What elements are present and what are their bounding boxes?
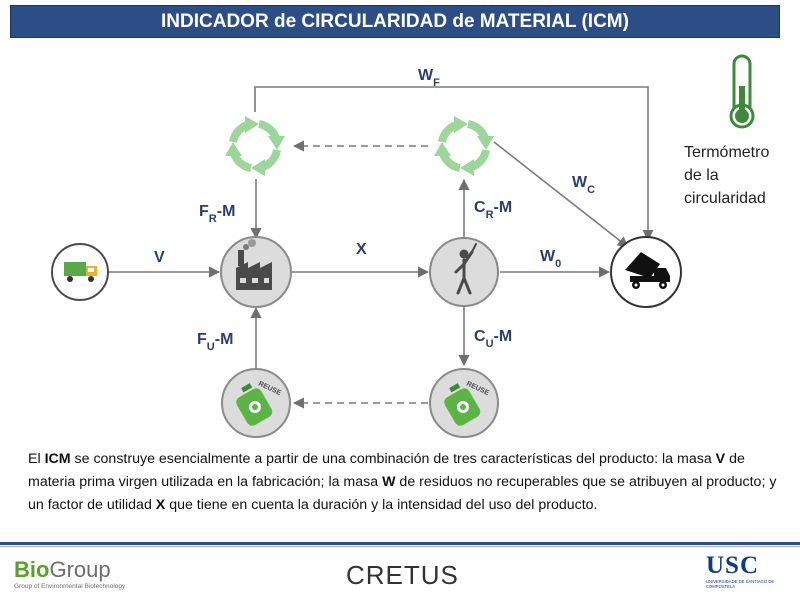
- usc-logo: USC UNIVERSIDADE DE SANTIAGO DE COMPOSTE…: [706, 552, 775, 590]
- wc-line: [493, 141, 629, 248]
- truck-icon: [64, 262, 97, 282]
- thermometer-caption-line-3: circularidad: [684, 190, 766, 207]
- wf-line: [254, 86, 654, 242]
- factory-icon: [236, 239, 272, 290]
- term-w: W: [382, 474, 396, 490]
- label-cum: CU-M: [474, 328, 512, 350]
- person-icon: [454, 243, 477, 295]
- label-wf: WF: [418, 67, 440, 89]
- reuse-node-left: REUSE: [221, 368, 291, 438]
- label-wc: WC: [572, 174, 595, 196]
- title-bar: INDICADOR de CIRCULARIDAD de MATERIAL (I…: [10, 5, 780, 38]
- biogroup-logo: BioGroup Group of Environmental Biotechn…: [14, 557, 126, 591]
- thermometer-caption: Termómetro de la circularidad: [684, 141, 794, 210]
- recycle-node-left: [225, 116, 285, 176]
- label-frm: FR-M: [199, 203, 235, 225]
- cretus-logo: CRETUS: [346, 560, 459, 590]
- label-fum: FU-M: [197, 331, 233, 353]
- label-v: V: [154, 249, 165, 266]
- reuse-battery-icon: [236, 383, 273, 426]
- flow-lines: [106, 86, 654, 409]
- thermometer-caption-line-2: de la: [684, 167, 719, 184]
- footer-divider-thin: [0, 546, 800, 547]
- page-title: INDICADOR de CIRCULARIDAD de MATERIAL (I…: [161, 10, 629, 32]
- thermometer-caption-line-1: Termómetro: [684, 144, 770, 161]
- label-x: X: [356, 241, 367, 258]
- footer-divider: [0, 542, 800, 545]
- term-icm: ICM: [44, 451, 71, 467]
- term-v: V: [715, 451, 726, 467]
- label-w0: W0: [540, 248, 561, 270]
- waste-dump-node: [610, 236, 682, 308]
- recycle-icon: [225, 116, 285, 176]
- factory-node: [220, 236, 292, 308]
- thermometer-icon: [729, 54, 755, 129]
- recycle-node-right: [434, 116, 494, 176]
- reuse-node-right: REUSE: [429, 368, 499, 438]
- dump-truck-icon: [625, 252, 670, 289]
- label-crm: CR-M: [474, 199, 512, 221]
- circularity-diagram: REUSE REUSE WF WC W0 V X FR-M CR-M FU-M: [51, 54, 755, 438]
- reuse-battery-icon: [444, 383, 481, 426]
- virgin-material-truck-node: [51, 243, 109, 301]
- description-text: El ICM se construye esencialmente a part…: [28, 451, 777, 513]
- term-x: X: [155, 497, 166, 513]
- consumer-node: [429, 237, 499, 307]
- recycle-icon: [434, 116, 494, 176]
